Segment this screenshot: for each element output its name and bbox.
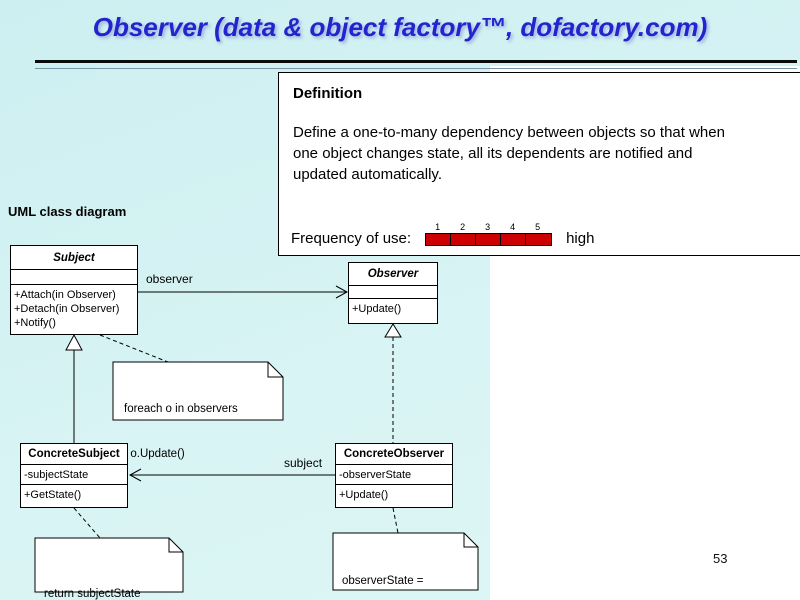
note-connector bbox=[99, 334, 169, 363]
class-attributes: -subjectState bbox=[21, 464, 127, 484]
method: +Notify() bbox=[14, 317, 56, 329]
class-methods: +GetState() bbox=[21, 484, 127, 505]
definition-line: updated automatically. bbox=[293, 166, 442, 183]
class-title: Subject bbox=[53, 251, 95, 264]
frequency-ticks: 1 2 3 4 5 bbox=[425, 222, 552, 233]
frequency-tick: 5 bbox=[535, 222, 541, 232]
class-attributes-empty bbox=[349, 285, 437, 298]
class-concrete-observer: ConcreteObserver -observerState +Update(… bbox=[335, 443, 453, 508]
class-methods: +Update() bbox=[349, 298, 437, 319]
definition-panel: Definition Define a one-to-many dependen… bbox=[278, 72, 800, 256]
inheritance-triangle-icon bbox=[65, 333, 83, 351]
method: +Attach(in Observer) bbox=[14, 289, 116, 301]
note-connector bbox=[392, 507, 399, 534]
title-divider bbox=[35, 60, 797, 69]
definition-line: one object changes state, all its depend… bbox=[293, 145, 693, 162]
frequency-tick: 2 bbox=[460, 222, 466, 232]
frequency-value: high bbox=[566, 230, 595, 247]
method: +GetState() bbox=[24, 489, 82, 501]
frequency-cell bbox=[526, 234, 552, 245]
frequency-row: Frequency of use: 1 2 3 4 5 high bbox=[291, 222, 594, 246]
class-title: ConcreteObserver bbox=[343, 448, 445, 460]
definition-line: Define a one-to-many dependency between … bbox=[293, 124, 725, 141]
attribute: -subjectState bbox=[24, 469, 89, 481]
class-title: ConcreteSubject bbox=[28, 448, 120, 460]
frequency-cell bbox=[426, 234, 452, 245]
frequency-tick: 4 bbox=[510, 222, 516, 232]
definition-body: Define a one-to-many dependency between … bbox=[293, 122, 786, 185]
class-concrete-subject: ConcreteSubject -subjectState +GetState(… bbox=[20, 443, 128, 508]
method: +Update() bbox=[339, 489, 389, 501]
frequency-tick: 1 bbox=[435, 222, 441, 232]
note-fold-icon bbox=[463, 533, 478, 548]
observer-association-label: observer bbox=[146, 272, 193, 286]
observer-arrowhead-icon bbox=[335, 285, 349, 299]
class-title: Observer bbox=[367, 268, 419, 280]
subject-association-label: subject bbox=[284, 456, 323, 470]
class-attributes-empty bbox=[11, 269, 137, 284]
frequency-cell bbox=[476, 234, 502, 245]
method: +Update() bbox=[352, 303, 402, 315]
page-number: 53 bbox=[713, 551, 728, 566]
note-observerstate-text: observerState = subject.GetState() bbox=[342, 575, 424, 587]
class-methods: +Update() bbox=[336, 484, 452, 505]
definition-heading: Definition bbox=[293, 85, 363, 102]
class-methods: +Attach(in Observer) +Detach(in Observer… bbox=[11, 284, 137, 333]
class-observer: Observer +Update() bbox=[348, 262, 438, 324]
frequency-scale: 1 2 3 4 5 bbox=[425, 222, 553, 246]
frequency-tick: 3 bbox=[485, 222, 491, 232]
frequency-cell bbox=[451, 234, 477, 245]
frequency-label: Frequency of use: bbox=[291, 230, 412, 247]
note-foreach-text: foreach o in observers o.Update() bbox=[124, 403, 238, 460]
note-connector bbox=[73, 507, 101, 539]
method: +Detach(in Observer) bbox=[14, 303, 120, 315]
inheritance-triangle-icon bbox=[384, 323, 402, 338]
attribute: -observerState bbox=[339, 469, 412, 481]
frequency-cell bbox=[501, 234, 527, 245]
note-fold-icon bbox=[168, 538, 183, 553]
slide-title: Observer (data & object factory™, dofact… bbox=[92, 12, 708, 42]
note-return-text: return subjectState bbox=[44, 588, 141, 600]
class-subject: Subject +Attach(in Observer) +Detach(in … bbox=[10, 245, 138, 335]
uml-diagram-label: UML class diagram bbox=[8, 204, 127, 219]
class-attributes: -observerState bbox=[336, 464, 452, 484]
frequency-bar bbox=[425, 233, 553, 246]
note-fold-icon bbox=[267, 362, 283, 378]
